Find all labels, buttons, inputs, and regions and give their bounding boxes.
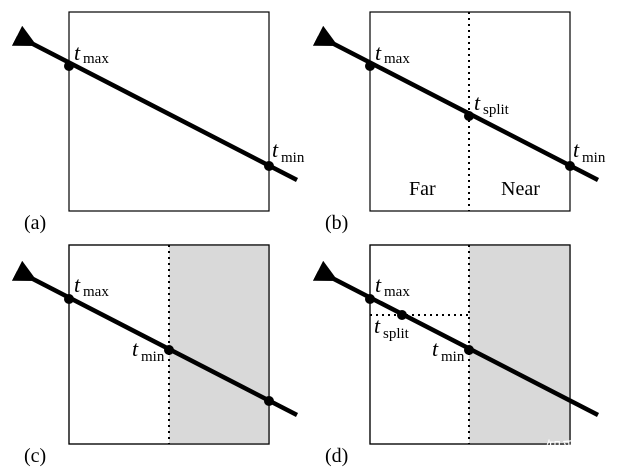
t-label: t xyxy=(474,90,481,115)
culled-region xyxy=(469,245,570,444)
t-label: t xyxy=(573,137,580,162)
min-subscript: min xyxy=(441,349,465,365)
panel-c: t max t min (c) xyxy=(11,244,299,467)
watermark: 知乎 @玉米 xyxy=(546,438,626,456)
t-label: t xyxy=(374,313,381,338)
ray xyxy=(11,25,299,183)
tsplit-point xyxy=(397,310,407,320)
t-label: t xyxy=(132,336,139,361)
near-label: Near xyxy=(501,178,540,200)
tmin-point xyxy=(164,345,174,355)
panel-tag: (c) xyxy=(24,445,46,467)
min-subscript: min xyxy=(141,349,165,365)
panel-d: t max t split t min (d) xyxy=(312,244,600,467)
panel-tag: (b) xyxy=(325,212,348,234)
t-label: t xyxy=(74,272,81,297)
tmax-point xyxy=(365,294,375,304)
tmin-point xyxy=(565,161,575,171)
tmax-point xyxy=(64,294,74,304)
max-subscript: max xyxy=(83,51,109,67)
tmax-point xyxy=(64,61,74,71)
culled-region xyxy=(169,245,269,444)
t-label: t xyxy=(375,40,382,65)
split-subscript: split xyxy=(383,326,410,342)
panel-tag: (a) xyxy=(24,212,46,234)
min-subscript: min xyxy=(582,150,606,166)
t-label: t xyxy=(432,336,439,361)
tmin-point xyxy=(464,345,474,355)
max-subscript: max xyxy=(384,51,410,67)
max-subscript: max xyxy=(384,284,410,300)
panel-a: t max t min (a) xyxy=(11,11,305,234)
t-label: t xyxy=(375,272,382,297)
t-label: t xyxy=(74,40,81,65)
max-subscript: max xyxy=(83,284,109,300)
tmin-point xyxy=(264,161,274,171)
panel-tag: (d) xyxy=(325,445,348,467)
far-label: Far xyxy=(409,178,436,200)
tsplit-point xyxy=(464,111,474,121)
exit-point xyxy=(264,396,274,406)
min-subscript: min xyxy=(281,150,305,166)
panel-b: t max t split t min Far Near (b) xyxy=(312,11,606,234)
t-label: t xyxy=(272,137,279,162)
split-subscript: split xyxy=(483,102,510,118)
tmax-point xyxy=(365,61,375,71)
bounding-box xyxy=(68,11,270,212)
